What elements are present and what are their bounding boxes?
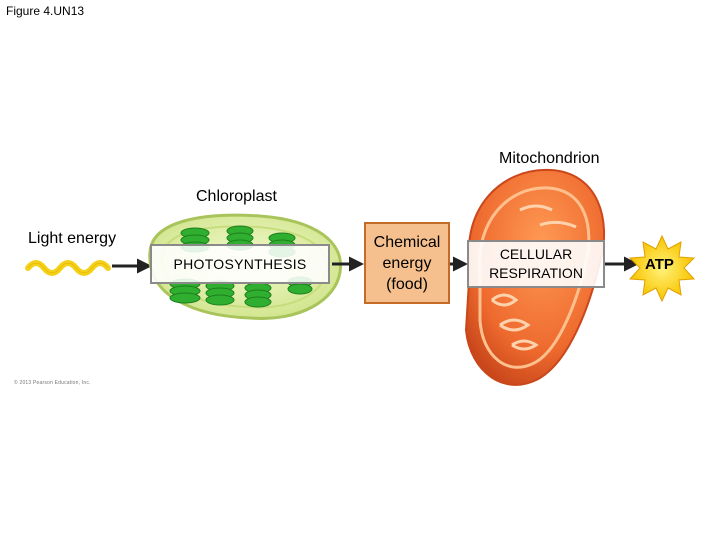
chemical-energy-box: Chemical energy (food) <box>364 222 450 304</box>
atp-label: ATP <box>645 256 674 273</box>
photosynthesis-box: PHOTOSYNTHESIS <box>150 244 330 284</box>
mitochondrion-label: Mitochondrion <box>499 150 600 167</box>
chemical-energy-line-2: energy <box>382 254 432 272</box>
chemical-energy-line-3: (food) <box>386 275 428 293</box>
chemical-energy-line-1: Chemical <box>373 233 441 251</box>
cellular-respiration-line-1: CELLULAR <box>499 246 573 262</box>
light-wave-icon <box>25 260 111 276</box>
copyright-notice: © 2013 Pearson Education, Inc. <box>14 380 91 386</box>
light-energy-label: Light energy <box>28 230 117 247</box>
atp-starburst-icon <box>628 234 696 303</box>
cellular-respiration-line-2: RESPIRATION <box>489 265 583 281</box>
chloroplast-label: Chloroplast <box>196 188 277 205</box>
figure-label: Figure 4.UN13 <box>6 4 85 18</box>
cellular-respiration-box: CELLULAR RESPIRATION <box>467 240 605 288</box>
photosynthesis-label: PHOTOSYNTHESIS <box>173 256 307 272</box>
